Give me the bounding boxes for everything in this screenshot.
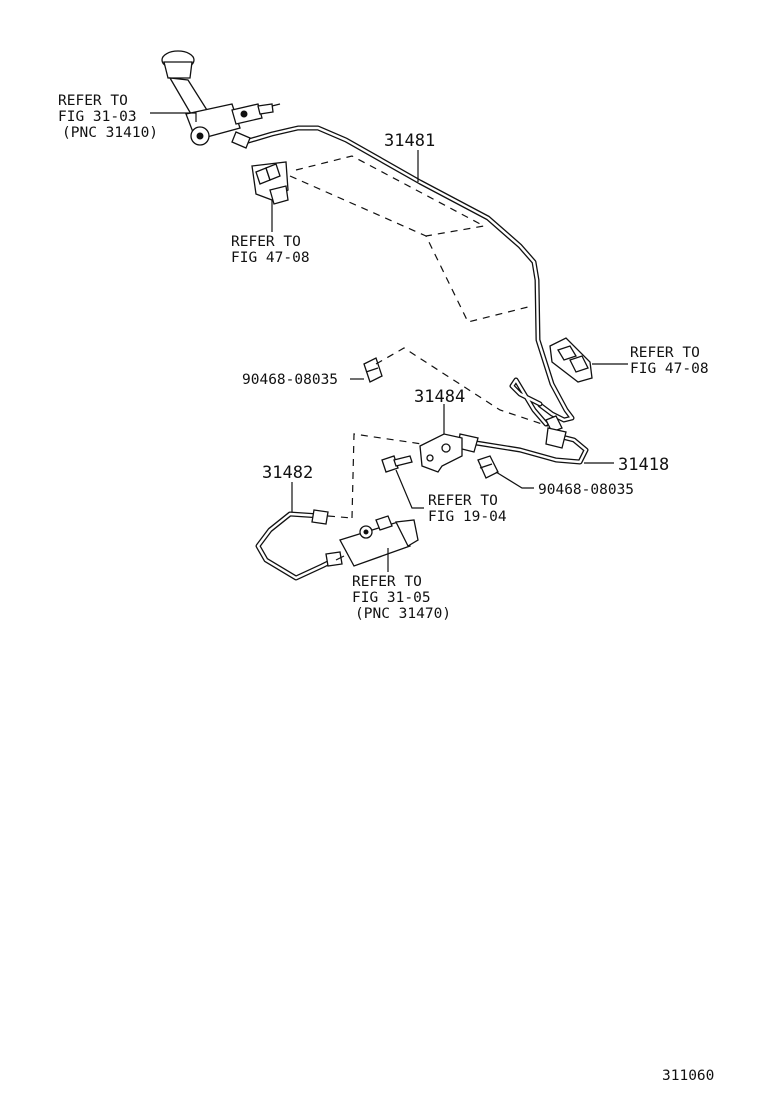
clutch-master-cylinder	[161, 50, 281, 146]
label-refer-fig-31-05-line1: REFER TO	[352, 574, 422, 590]
label-refer-fig-47-08-left-line1: REFER TO	[231, 234, 301, 250]
label-refer-fig-31-03-line2: FIG 31-03	[58, 109, 137, 125]
label-refer-fig-31-03: REFER TO FIG 31-03 (PNC 31410)	[58, 93, 158, 141]
part-number-31482: 31482	[262, 463, 313, 483]
leader-fig-19-04	[395, 469, 424, 509]
pipe-31481	[231, 125, 575, 423]
label-refer-fig-31-05: REFER TO FIG 31-05 (PNC 31470)	[352, 574, 451, 622]
clip-left-90468	[363, 357, 383, 383]
flex-hose-31418	[457, 427, 589, 465]
label-refer-fig-31-03-line1: REFER TO	[58, 93, 128, 109]
pipe-clamp-right	[549, 337, 593, 383]
label-refer-fig-47-08-left: REFER TO FIG 47-08	[231, 234, 310, 266]
pipe-clamp-left	[251, 161, 289, 205]
part-number-31481: 31481	[384, 131, 435, 151]
leader-clip-right	[495, 471, 534, 489]
label-refer-fig-19-04: REFER TO FIG 19-04	[428, 493, 507, 525]
dashed-ref-middle	[375, 347, 549, 427]
label-refer-fig-47-08-left-line2: FIG 47-08	[231, 250, 310, 266]
label-refer-fig-47-08-right-line1: REFER TO	[630, 345, 700, 361]
figure-number: 311060	[662, 1068, 714, 1084]
dashed-ref-31482	[351, 433, 423, 519]
bracket-31484	[419, 433, 463, 473]
label-refer-fig-31-03-line3: (PNC 31410)	[62, 125, 158, 141]
clip-right-90468	[477, 455, 499, 479]
part-number-clip-left: 90468-08035	[242, 372, 338, 388]
label-refer-fig-47-08-right-line2: FIG 47-08	[630, 361, 709, 377]
label-refer-fig-31-05-line3: (PNC 31470)	[355, 606, 451, 622]
pipe-31482	[255, 509, 343, 581]
label-refer-fig-47-08-right: REFER TO FIG 47-08	[630, 345, 709, 377]
dashed-ref-clamp	[289, 175, 427, 237]
label-refer-fig-19-04-line2: FIG 19-04	[428, 509, 507, 525]
dashed-ref-31482b	[327, 515, 353, 519]
label-refer-fig-31-05-line2: FIG 31-05	[352, 590, 431, 606]
bolt	[381, 455, 413, 473]
part-number-31418: 31418	[618, 455, 669, 475]
label-refer-fig-19-04-line1: REFER TO	[428, 493, 498, 509]
leader-fig-31-03	[150, 112, 197, 122]
part-number-clip-right: 90468-08035	[538, 482, 634, 498]
clutch-release-cylinder	[335, 515, 419, 567]
dashed-ref-upper	[295, 155, 533, 323]
part-number-31484: 31484	[414, 387, 465, 407]
